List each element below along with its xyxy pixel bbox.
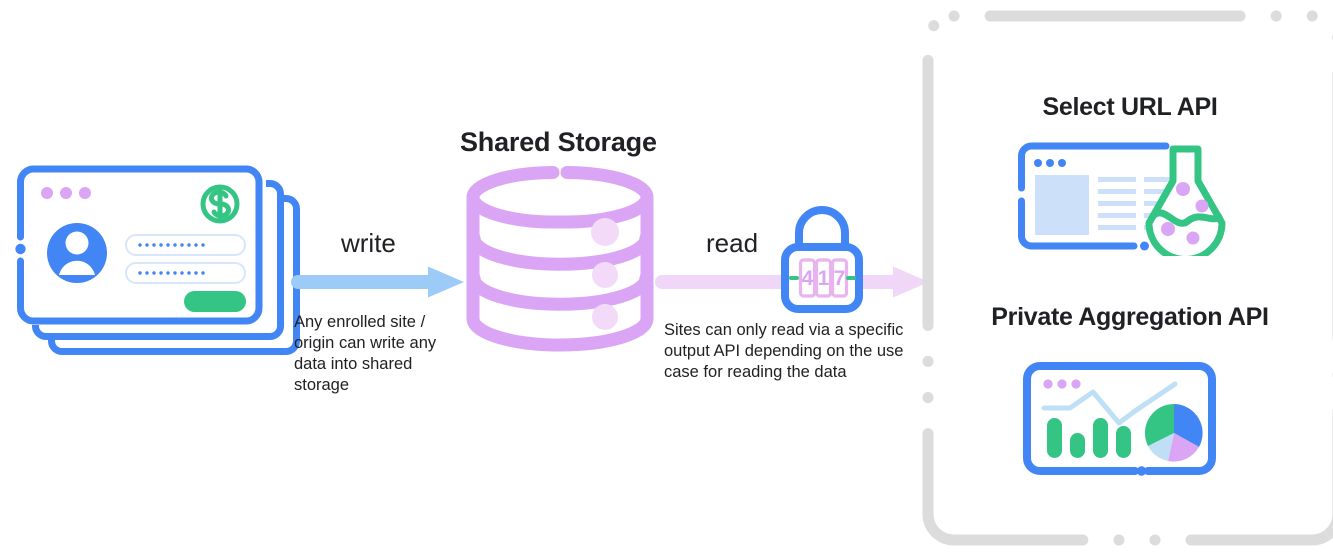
browser-edge-dot bbox=[15, 243, 26, 255]
api-block-private-aggregation: Private Aggregation API bbox=[920, 303, 1333, 332]
lock-digit-1: 4 bbox=[802, 267, 814, 290]
window-dots bbox=[1034, 159, 1066, 167]
shared-storage-title: Shared Storage bbox=[460, 127, 657, 157]
window-dots bbox=[1043, 379, 1081, 389]
api-block-select-url: Select URL API bbox=[920, 93, 1333, 122]
bar-chart bbox=[1047, 418, 1131, 458]
user-avatar-icon bbox=[47, 223, 107, 283]
lock-dials: 4 1 7 bbox=[798, 258, 849, 298]
flask-particles bbox=[1161, 182, 1209, 245]
content-lines-col-1 bbox=[1098, 177, 1136, 230]
lock-digit-2: 1 bbox=[818, 267, 830, 290]
database-status-dots bbox=[591, 218, 619, 330]
line-chart bbox=[1041, 381, 1178, 426]
pie-chart bbox=[1144, 403, 1203, 462]
api-title-private-aggregation: Private Aggregation API bbox=[991, 303, 1269, 331]
content-block bbox=[1035, 175, 1089, 235]
database-cylinder-icon bbox=[466, 166, 654, 352]
browser-edge-dot bbox=[1136, 466, 1147, 476]
password-field-1 bbox=[125, 234, 246, 256]
write-arrow-icon bbox=[291, 266, 464, 298]
lab-flask-icon bbox=[1145, 145, 1226, 256]
api-title-select-url: Select URL API bbox=[1042, 93, 1218, 121]
read-caption: Sites can only read via a specific outpu… bbox=[664, 321, 904, 381]
panel-dashed-border bbox=[922, 10, 1333, 546]
browser-dashboard-icon bbox=[1023, 362, 1216, 476]
window-dots bbox=[41, 187, 91, 199]
output-apis-panel: Select URL API bbox=[920, 8, 1333, 548]
read-arrow-label: read bbox=[706, 228, 759, 258]
dollar-circle-icon bbox=[200, 184, 240, 224]
write-arrow-label: write bbox=[341, 228, 396, 258]
stacked-browser-windows-icon bbox=[14, 165, 304, 365]
write-caption: Any enrolled site / origin can write any… bbox=[294, 313, 437, 394]
browser-window-front bbox=[14, 165, 266, 325]
lock-digit-3: 7 bbox=[834, 267, 846, 290]
combination-padlock-icon: 4 1 7 bbox=[781, 206, 863, 313]
submit-button bbox=[184, 291, 246, 312]
browser-flask-icon bbox=[1018, 142, 1226, 256]
password-field-2 bbox=[125, 262, 246, 284]
